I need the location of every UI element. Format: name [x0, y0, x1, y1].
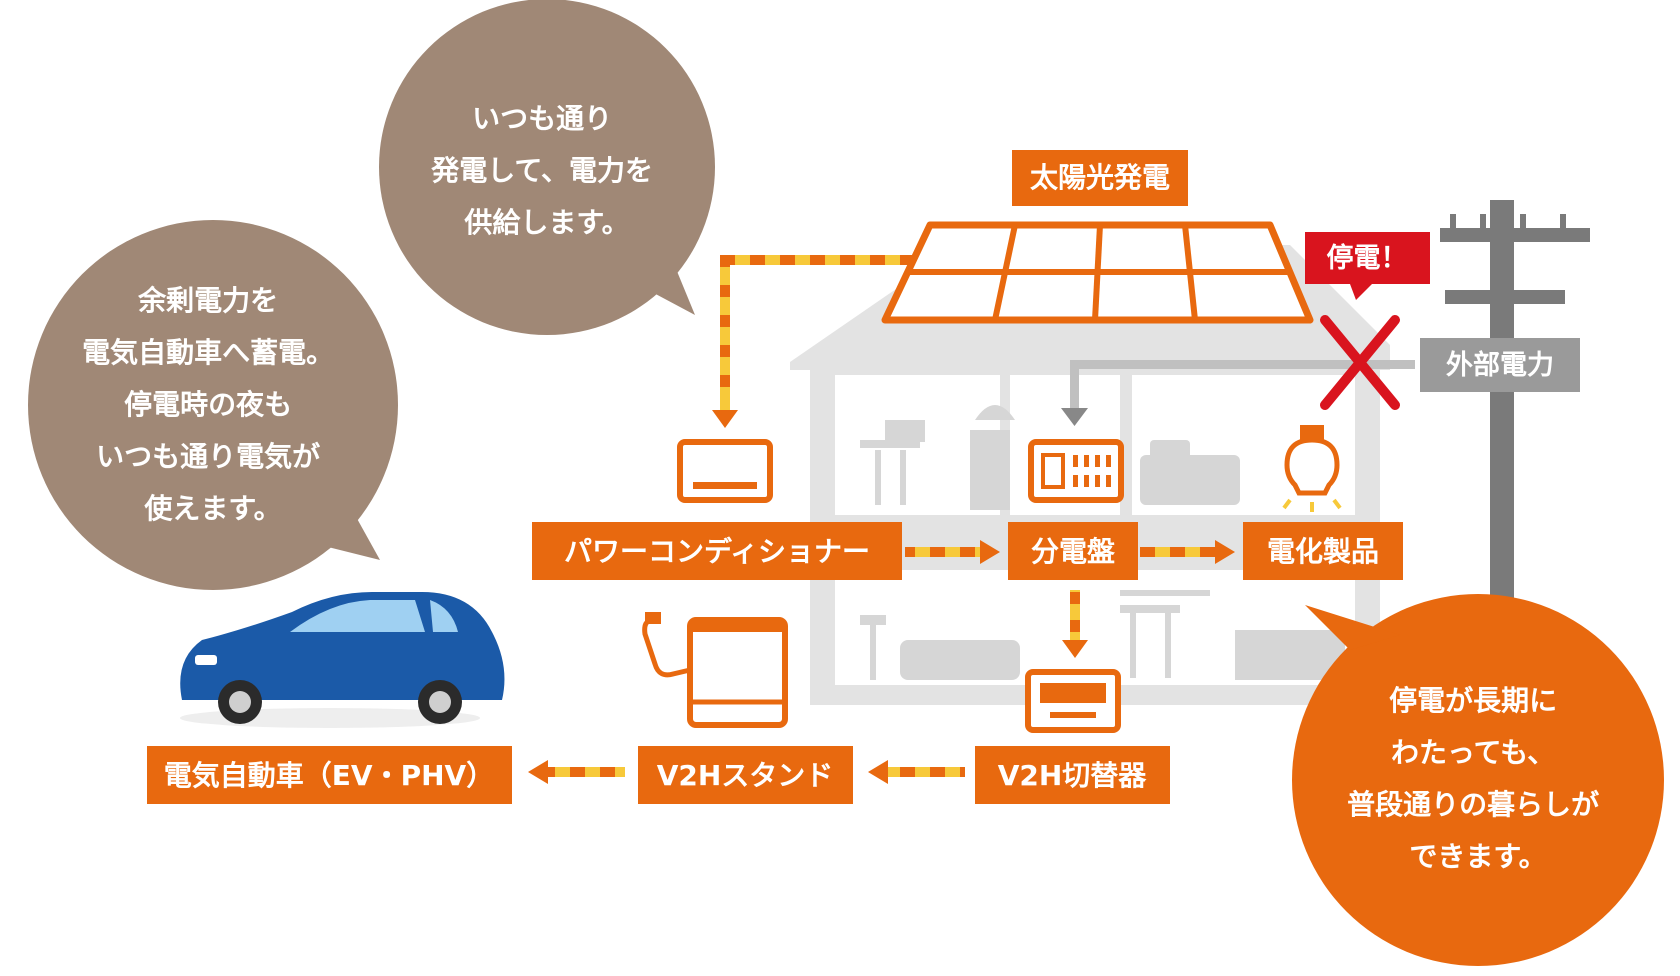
- label-blackout-text: 停電！: [1327, 242, 1408, 274]
- power-conditioner-icon: [677, 439, 773, 503]
- blackout-note-line-3: 普段通りの暮らしが: [1347, 788, 1599, 821]
- blackout-note-line-1: 停電が長期に: [1389, 684, 1557, 717]
- blackout-speech-bubble: 停電が長期に わたっても、 普段通りの暮らしが できます。: [1292, 594, 1664, 966]
- label-blackout: 停電！: [1305, 232, 1430, 300]
- label-solar-text: 太陽光発電: [1030, 161, 1170, 194]
- cross-mark-icon: [1320, 315, 1400, 410]
- utility-pole-icon: [1440, 200, 1590, 600]
- blackout-note-line-4: できます。: [1409, 840, 1546, 873]
- solar-note-line-3: 供給します。: [463, 206, 629, 239]
- solar-note-line-1: いつも通り: [472, 102, 612, 135]
- v2h-switch-icon: [1025, 669, 1121, 733]
- svg-text:余剰電力を 電気自動車へ蓄電。 停電: 余剰電力を 電気自動車へ蓄電。 停電時の夜も いつも通り電気が 使えます。: [82, 284, 344, 525]
- svg-text:いつも通り 発電して、電力を 供給し: いつも通り 発電して、電力を 供給します。: [430, 102, 663, 239]
- v2h-stand-icon: [642, 612, 788, 728]
- solar-note-line-2: 発電して、電力を: [430, 154, 653, 187]
- label-ev: 電気自動車（EV・PHV）: [147, 746, 512, 804]
- label-solar: 太陽光発電: [1012, 150, 1188, 206]
- label-v2h-stand-text: V2Hスタンド: [657, 759, 834, 792]
- svg-text:停電が長期に わたっても、 普段通り: 停電が長期に わたっても、 普段通りの暮らしが できます。: [1347, 684, 1609, 873]
- label-distribution-board-text: 分電盤: [1031, 535, 1116, 568]
- electric-car-icon: [180, 592, 505, 728]
- solar-speech-bubble: いつも通り 発電して、電力を 供給します。: [379, 0, 715, 335]
- label-appliances: 電化製品: [1243, 522, 1403, 580]
- solar-panel-icon: [881, 221, 1314, 324]
- label-external-power: 外部電力: [1420, 338, 1580, 392]
- label-distribution-board: 分電盤: [1008, 522, 1138, 580]
- label-power-conditioner-text: パワーコンディショナー: [564, 535, 870, 568]
- label-external-power-text: 外部電力: [1446, 349, 1554, 381]
- distribution-board-icon: [1028, 439, 1124, 503]
- label-ev-text: 電気自動車（EV・PHV）: [164, 759, 494, 792]
- label-v2h-stand: V2Hスタンド: [638, 746, 853, 804]
- label-v2h-switch-text: V2H切替器: [998, 759, 1148, 792]
- label-v2h-switch: V2H切替器: [975, 746, 1170, 804]
- surplus-note-line-2: 電気自動車へ蓄電。: [82, 336, 334, 369]
- label-power-conditioner: パワーコンディショナー: [532, 522, 902, 580]
- surplus-note-line-4: いつも通り電気が: [96, 440, 320, 473]
- light-bulb-icon: [1282, 425, 1342, 512]
- label-appliances-text: 電化製品: [1267, 535, 1379, 568]
- surplus-note-line-5: 使えます。: [143, 492, 281, 525]
- surplus-note-line-1: 余剰電力を: [137, 284, 278, 317]
- surplus-speech-bubble: 余剰電力を 電気自動車へ蓄電。 停電時の夜も いつも通り電気が 使えます。: [28, 220, 398, 590]
- flow-lines: [528, 255, 1415, 784]
- blackout-note-line-2: わたっても、: [1391, 736, 1555, 769]
- surplus-note-line-3: 停電時の夜も: [124, 388, 292, 421]
